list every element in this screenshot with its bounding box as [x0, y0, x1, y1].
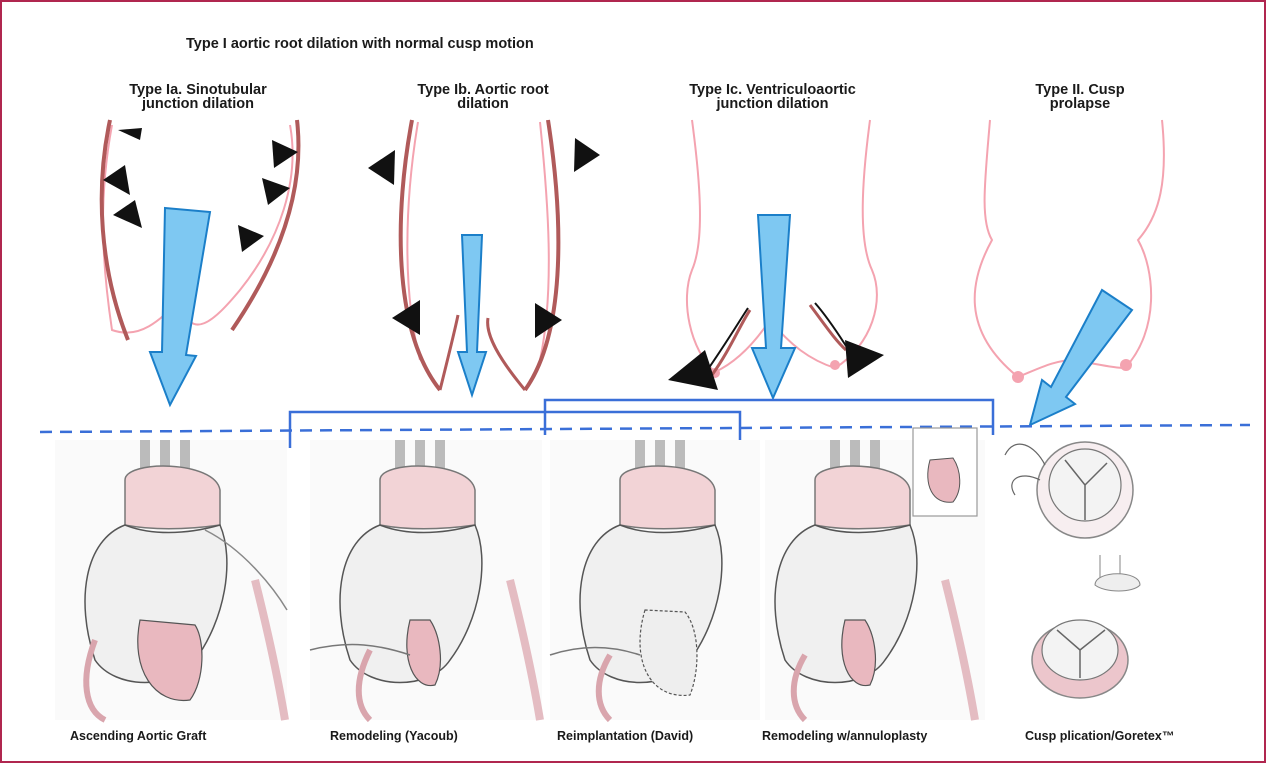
flow-arrow-ia: [150, 208, 210, 405]
caption-remodeling-yacoub: Remodeling (Yacoub): [330, 729, 458, 743]
displacement-arrow-right: [845, 340, 884, 378]
illustration-cusp-plication: [1005, 442, 1140, 698]
caption-remodeling-annuloplasty: Remodeling w/annuloplasty: [762, 729, 927, 743]
caption-reimplantation-david: Reimplantation (David): [557, 729, 693, 743]
flow-arrow-ic: [752, 215, 795, 398]
illustration-reimplantation-david: [550, 440, 760, 720]
displacement-arrow-left: [668, 350, 718, 390]
illustration-remodeling-yacoub: [310, 440, 542, 720]
flow-arrow-ib: [458, 235, 486, 395]
divider-dashed-line: [40, 425, 1250, 432]
type-ii-schematic: [975, 120, 1164, 425]
caption-cusp-plication: Cusp plication/Goretex™: [1025, 729, 1174, 743]
caption-ascending-aortic-graft: Ascending Aortic Graft: [70, 729, 206, 743]
type-ic-schematic: [668, 120, 884, 398]
illustration-ascending-aortic-graft: [55, 440, 287, 720]
illustration-remodeling-annuloplasty: [765, 428, 985, 720]
type-ib-schematic: [368, 120, 600, 395]
flow-arrow-ii: [1030, 290, 1132, 425]
type-ia-schematic: [102, 120, 299, 405]
